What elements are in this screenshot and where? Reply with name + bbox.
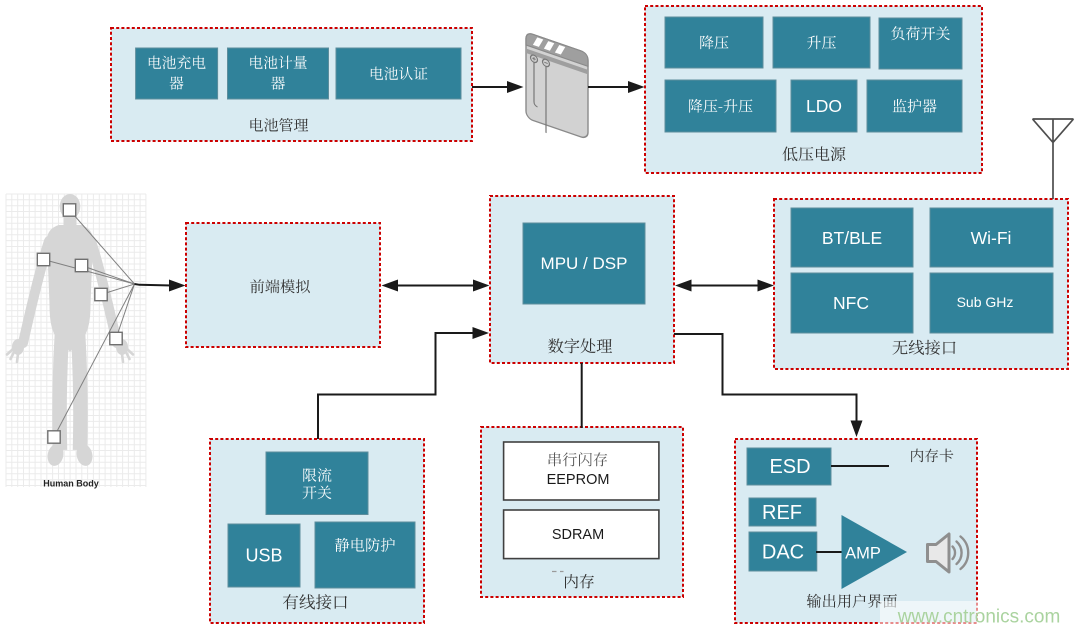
svg-text:ESD: ESD	[769, 456, 810, 478]
svg-text:NFC: NFC	[833, 293, 869, 313]
svg-text:Human Body: Human Body	[43, 478, 99, 488]
svg-text:DAC: DAC	[762, 542, 804, 564]
svg-text:EEPROM: EEPROM	[547, 472, 610, 488]
svg-text:AMP: AMP	[845, 544, 881, 562]
svg-text:Wi-Fi: Wi-Fi	[971, 228, 1012, 248]
svg-text:LDO: LDO	[806, 96, 842, 116]
svg-text:MPU / DSP: MPU / DSP	[541, 254, 628, 273]
svg-text:www.cntronics.com: www.cntronics.com	[897, 607, 1061, 628]
svg-text:BT/BLE: BT/BLE	[822, 228, 882, 248]
svg-text:SDRAM: SDRAM	[552, 527, 604, 543]
svg-text:USB: USB	[245, 545, 282, 565]
svg-text:REF: REF	[762, 502, 802, 524]
svg-text:Sub GHz: Sub GHz	[957, 294, 1014, 310]
